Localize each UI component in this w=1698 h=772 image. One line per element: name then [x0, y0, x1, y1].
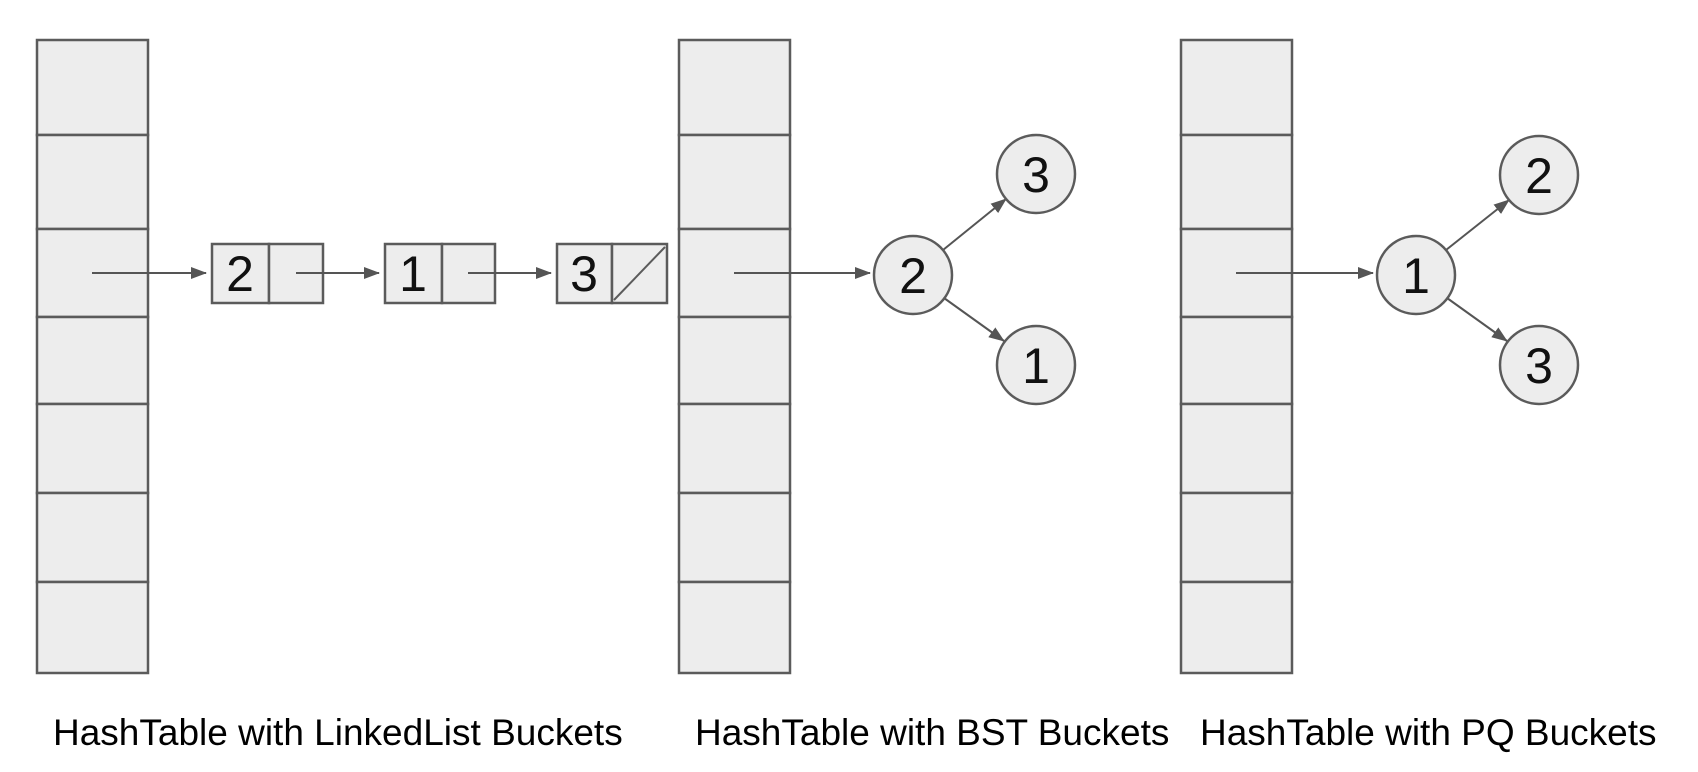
- array-cell: [1179, 315, 1294, 406]
- tree-node-circle: [872, 234, 954, 316]
- hashtable-linkedlist-diagram: 2 1 3 HashTable with LinkedList Buckets: [35, 38, 669, 753]
- hash-array-bst: [677, 38, 792, 675]
- list-node-value-cell: [383, 242, 444, 305]
- array-cell: [1179, 402, 1294, 495]
- tree-edge-arrow: [1446, 297, 1508, 342]
- hashtable-pq-diagram: 1 2 3 HashTable with PQ Buckets: [1179, 38, 1657, 753]
- tree-edge-arrow: [1445, 199, 1510, 251]
- node-value: 1: [1402, 248, 1430, 304]
- array-cell: [677, 133, 792, 231]
- node-value: 2: [1525, 148, 1553, 204]
- array-cell: [1179, 38, 1294, 137]
- array-cell: [1179, 580, 1294, 675]
- pq-root-node: 1: [1375, 234, 1457, 316]
- node-value: 3: [1022, 147, 1050, 203]
- array-cell: [35, 580, 150, 675]
- pq-child-node-top: 2: [1498, 134, 1580, 216]
- bst-child-node-top: 3: [995, 133, 1077, 215]
- tree-edge-arrow: [942, 198, 1007, 251]
- node-value: 2: [899, 248, 927, 304]
- list-node-value: 3: [570, 246, 598, 302]
- hash-array-pq: [1179, 38, 1294, 675]
- array-cell: [677, 491, 792, 584]
- array-cell: [677, 580, 792, 675]
- array-cell: [35, 315, 150, 406]
- array-cell: [35, 402, 150, 495]
- list-node-value: 1: [399, 246, 427, 302]
- list-node-value-cell: [555, 242, 614, 305]
- tree-node-circle: [1498, 134, 1580, 216]
- caption-pq: HashTable with PQ Buckets: [1200, 712, 1657, 753]
- array-cell: [677, 402, 792, 495]
- bst-child-node-bottom: 1: [995, 324, 1077, 406]
- array-cell: [35, 133, 150, 231]
- hashtable-bst-diagram: 2 3 1 HashTable with BST Buckets: [677, 38, 1169, 753]
- array-cell: [677, 38, 792, 137]
- pq-child-node-bottom: 3: [1498, 324, 1580, 406]
- array-cell: [35, 491, 150, 584]
- bst-root-node: 2: [872, 234, 954, 316]
- tree-node-circle: [995, 133, 1077, 215]
- caption-bst: HashTable with BST Buckets: [695, 712, 1169, 753]
- list-node-value: 2: [226, 246, 254, 302]
- array-cell: [677, 315, 792, 406]
- tree-node-circle: [1375, 234, 1457, 316]
- node-value: 1: [1022, 338, 1050, 394]
- null-slash: [613, 246, 666, 301]
- hash-array-linkedlist: [35, 38, 150, 675]
- array-cell: [35, 38, 150, 137]
- list-node: 3: [555, 242, 669, 305]
- tree-node-circle: [1498, 324, 1580, 406]
- list-node-value-cell: [210, 242, 271, 305]
- tree-node-circle: [995, 324, 1077, 406]
- tree-edge-arrow: [943, 297, 1005, 342]
- node-value: 3: [1525, 338, 1553, 394]
- caption-linkedlist: HashTable with LinkedList Buckets: [53, 712, 623, 753]
- array-cell: [1179, 133, 1294, 231]
- array-cell: [1179, 491, 1294, 584]
